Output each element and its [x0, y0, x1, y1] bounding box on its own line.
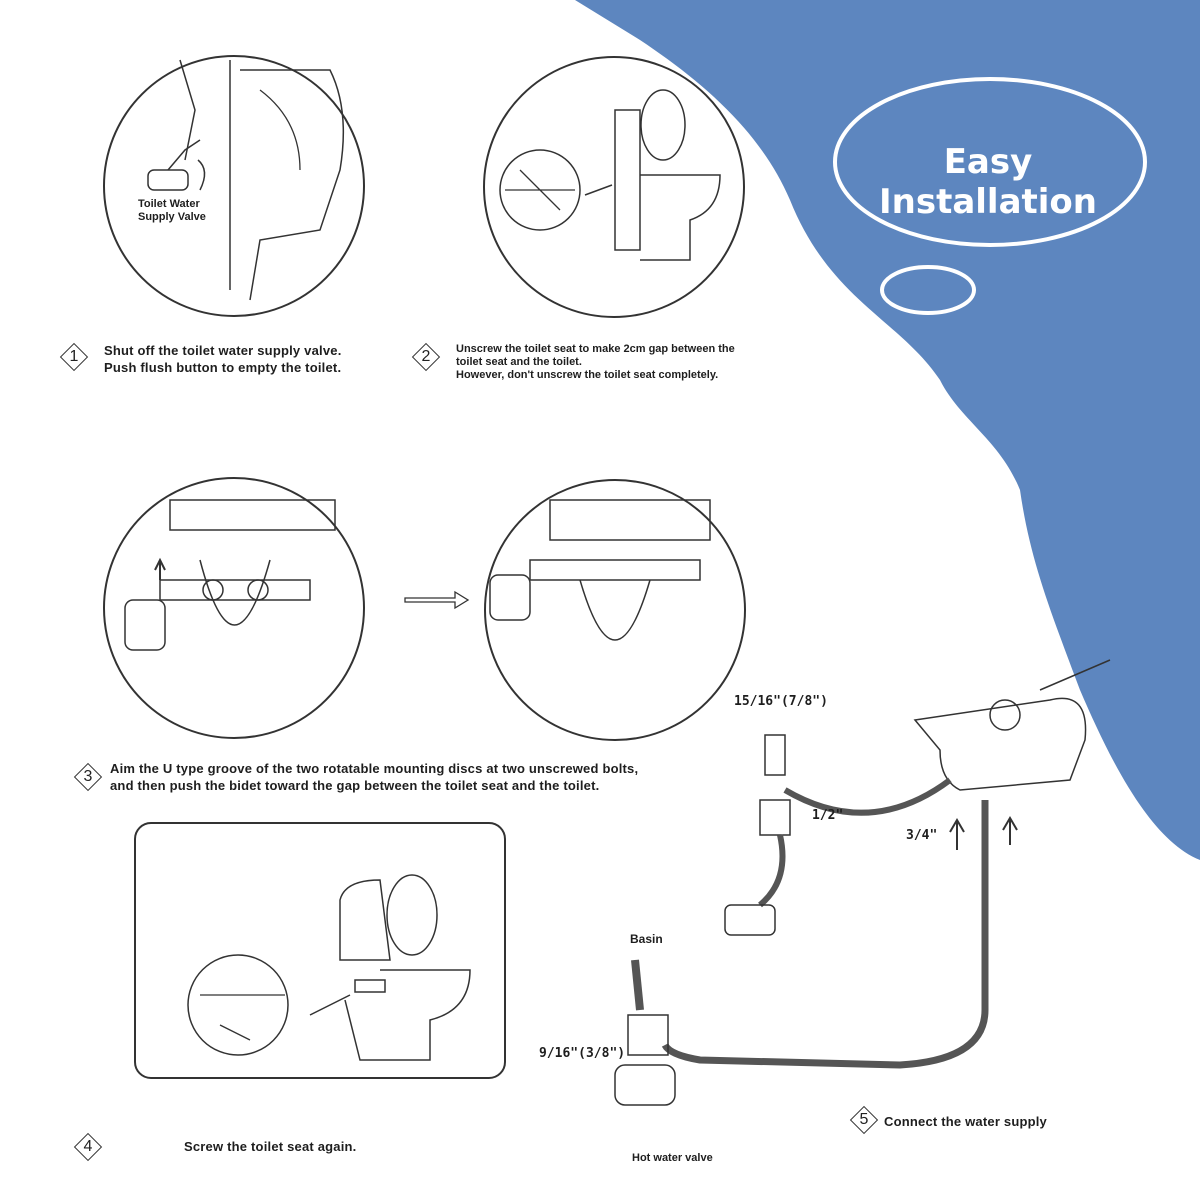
hot-water-valve-label: Hot water valve [632, 1152, 713, 1164]
thought-bubble-small [859, 334, 897, 356]
step4-caption: Screw the toilet seat again. [184, 1139, 357, 1154]
step2-caption: Unscrew the toilet seat to make 2cm gap … [456, 343, 735, 381]
step3-after-circle [484, 479, 746, 741]
thought-bubble-medium [880, 265, 976, 315]
step1-valve-label: Toilet Water Supply Valve [138, 198, 206, 223]
step1-number-badge: 1 [61, 344, 87, 370]
fitting-label-top: 15/16"(7/8") [734, 694, 828, 709]
step2-number-badge: 2 [413, 344, 439, 370]
step3-before-circle [103, 477, 365, 739]
step1-caption: Shut off the toilet water supply valve. … [104, 343, 342, 375]
fitting-label-bottom: 9/16"(3/8") [539, 1046, 626, 1061]
basin-label: Basin [630, 932, 663, 946]
step3-caption: Aim the U type groove of the two rotatab… [110, 761, 639, 793]
step2-illustration-circle [483, 56, 745, 318]
title-bubble [833, 77, 1147, 247]
step4-illustration-box [134, 822, 506, 1079]
step1-illustration-circle [103, 55, 365, 317]
page-title: Easy Installation [878, 142, 1097, 222]
step4-number-badge: 4 [75, 1134, 101, 1160]
step3-number-badge: 3 [75, 764, 101, 790]
step5-number-badge: 5 [851, 1107, 877, 1133]
fitting-label-three-quarter: 3/4" [906, 828, 938, 843]
fitting-label-half: 1/2" [812, 808, 844, 823]
step5-caption: Connect the water supply [884, 1114, 1047, 1129]
blue-background-shape [575, 0, 1200, 860]
